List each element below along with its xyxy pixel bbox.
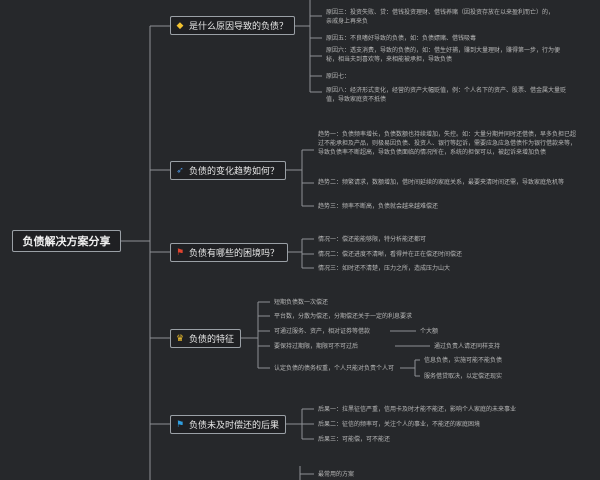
leaf-text: 趋势三：频率不断高，负债就会越来越难偿还 bbox=[318, 203, 439, 210]
leaf-text: 服务借贷取决，以定偿还现实 bbox=[424, 373, 503, 380]
leaf-text: 情况二：偿还进度不清晰，看得并在正在偿还时间偿还 bbox=[318, 251, 463, 258]
leaf-text: 通过负责人请还同样支持 bbox=[434, 343, 501, 350]
branch-label: 负债的特征 bbox=[189, 335, 235, 345]
trophy-icon: ♛ bbox=[175, 333, 185, 344]
leaf-text: 原因七： bbox=[326, 73, 351, 80]
branch-trend[interactable]: ➶ 负债的变化趋势如何？ bbox=[170, 161, 286, 180]
branch-consequences[interactable]: ⚑ 负债未及时偿还的后果 bbox=[170, 415, 286, 434]
leaf-text: 情况三：如时还不清楚，压力之所，造成压力山大 bbox=[318, 265, 451, 272]
root-topic-label: 负债解决方案分享 bbox=[22, 235, 111, 248]
leaf-text: 可通过服务、资产，相对证券等借款 bbox=[274, 328, 371, 335]
root-topic[interactable]: 负债解决方案分享 bbox=[12, 230, 121, 252]
leaf-text: 原因八：经济形式变化，经营的资产大幅贬值，例：个人名下的资产、股票、借金属大量贬… bbox=[326, 87, 567, 103]
leaf-text: 原因五：不良嗜好导致的负债，如：负债嫖赌、借钱吸毒 bbox=[326, 35, 477, 42]
branch-label: 是什么原因导致的负债？ bbox=[189, 22, 289, 32]
branch-dilemma[interactable]: ⚑ 负债有哪些的困境吗？ bbox=[170, 243, 288, 262]
leaf-text: 趋势一：负债频率增长，负债数额也持续增加，失控。如：大量分期并同时还借债，早多负… bbox=[318, 131, 577, 156]
leaf-text: 最常用的方案 bbox=[318, 471, 355, 478]
leaf-text: 原因六：透支消费，导致的负债的，如：借生好捕，赚到大量理财，赚得第一步，行为便秘… bbox=[326, 47, 561, 63]
leaf-text: 认定负债的债务权重，个人只能对负责个人可 bbox=[274, 365, 395, 372]
branch-label: 负债的变化趋势如何？ bbox=[189, 167, 280, 177]
flag-icon: ⚑ bbox=[175, 419, 185, 430]
diamond-icon: ◆ bbox=[176, 20, 184, 31]
leaf-text: 趋势二：频繁请求，数额增加，借时间延续的家庭关系，最要夹清时间还需，导致家庭危机… bbox=[318, 179, 565, 186]
rocket-icon: ➶ bbox=[176, 165, 184, 176]
branch-label: 负债未及时偿还的后果 bbox=[189, 421, 280, 431]
leaf-text: 后果二：征信的频率可，关注个人的事业，不能还的家庭困境 bbox=[318, 421, 481, 428]
branch-features[interactable]: ♛ 负债的特征 bbox=[170, 329, 241, 348]
leaf-text: 平台数，分散为偿还，分期偿还关于一定的利息要求 bbox=[274, 313, 413, 320]
leaf-text: 信息负债，实施可能不能负债 bbox=[424, 357, 503, 364]
leaf-text: 情况一：偿还能能够限，特分析能还都可 bbox=[318, 236, 427, 243]
leaf-text: 要保持过期限，期限可不可过后 bbox=[274, 343, 359, 350]
leaf-text: 后果一：拉黑征信严重，信用卡及时才能不能还，影响个人家庭的未来事业 bbox=[318, 406, 517, 413]
branch-label: 负债有哪些的困境吗？ bbox=[189, 249, 280, 259]
flag-icon: ⚑ bbox=[175, 247, 185, 258]
leaf-text: 短期负债数一次偿还 bbox=[274, 299, 329, 306]
branch-cause[interactable]: ◆ 是什么原因导致的负债？ bbox=[170, 16, 295, 35]
leaf-text: 后果三：可能偿，可不能还 bbox=[318, 436, 391, 443]
leaf-text: 个大额 bbox=[420, 328, 439, 335]
leaf-text: 原因三：投资失败、贷：借钱投资理财、借钱养赌（因投资存放在以来盈利而亡）的，亲戚… bbox=[326, 9, 555, 25]
